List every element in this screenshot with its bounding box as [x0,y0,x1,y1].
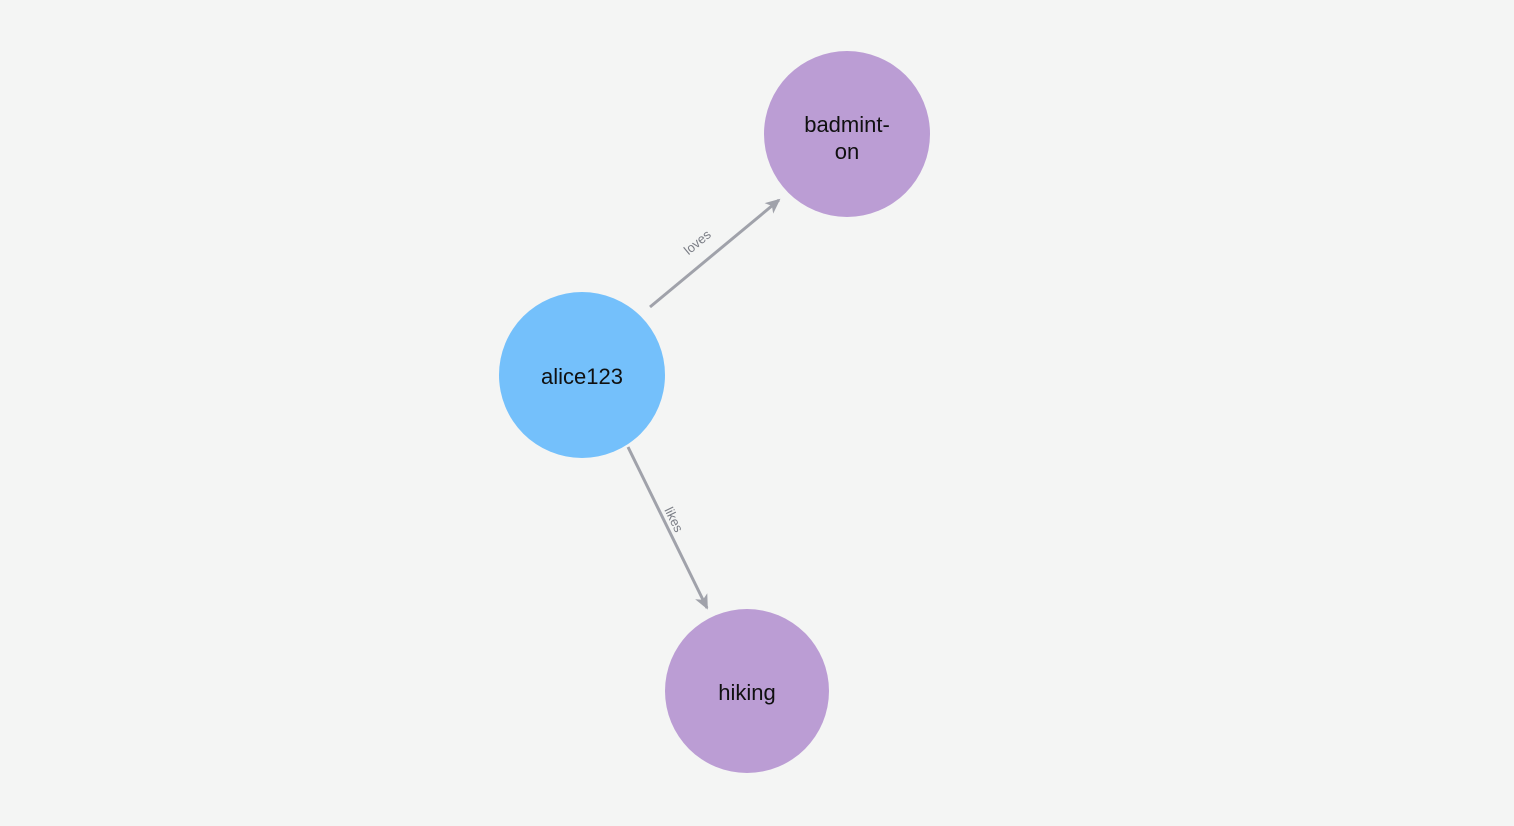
node-badminton[interactable]: badmint- on [764,51,930,217]
node-circle[interactable] [665,609,829,773]
edge-line [649,198,781,309]
edge-alice123-loves-badminton[interactable]: loves [649,198,781,309]
node-hiking[interactable]: hiking [665,609,829,773]
node-circle[interactable] [764,51,930,217]
edge-line [626,446,709,610]
edge-alice123-likes-hiking[interactable]: likes [626,446,709,610]
edge-label-loves: loves [681,226,714,257]
node-circle[interactable] [499,292,665,458]
node-layer: badmint- on hiking alice123 [499,51,930,773]
node-alice123[interactable]: alice123 [499,292,665,458]
